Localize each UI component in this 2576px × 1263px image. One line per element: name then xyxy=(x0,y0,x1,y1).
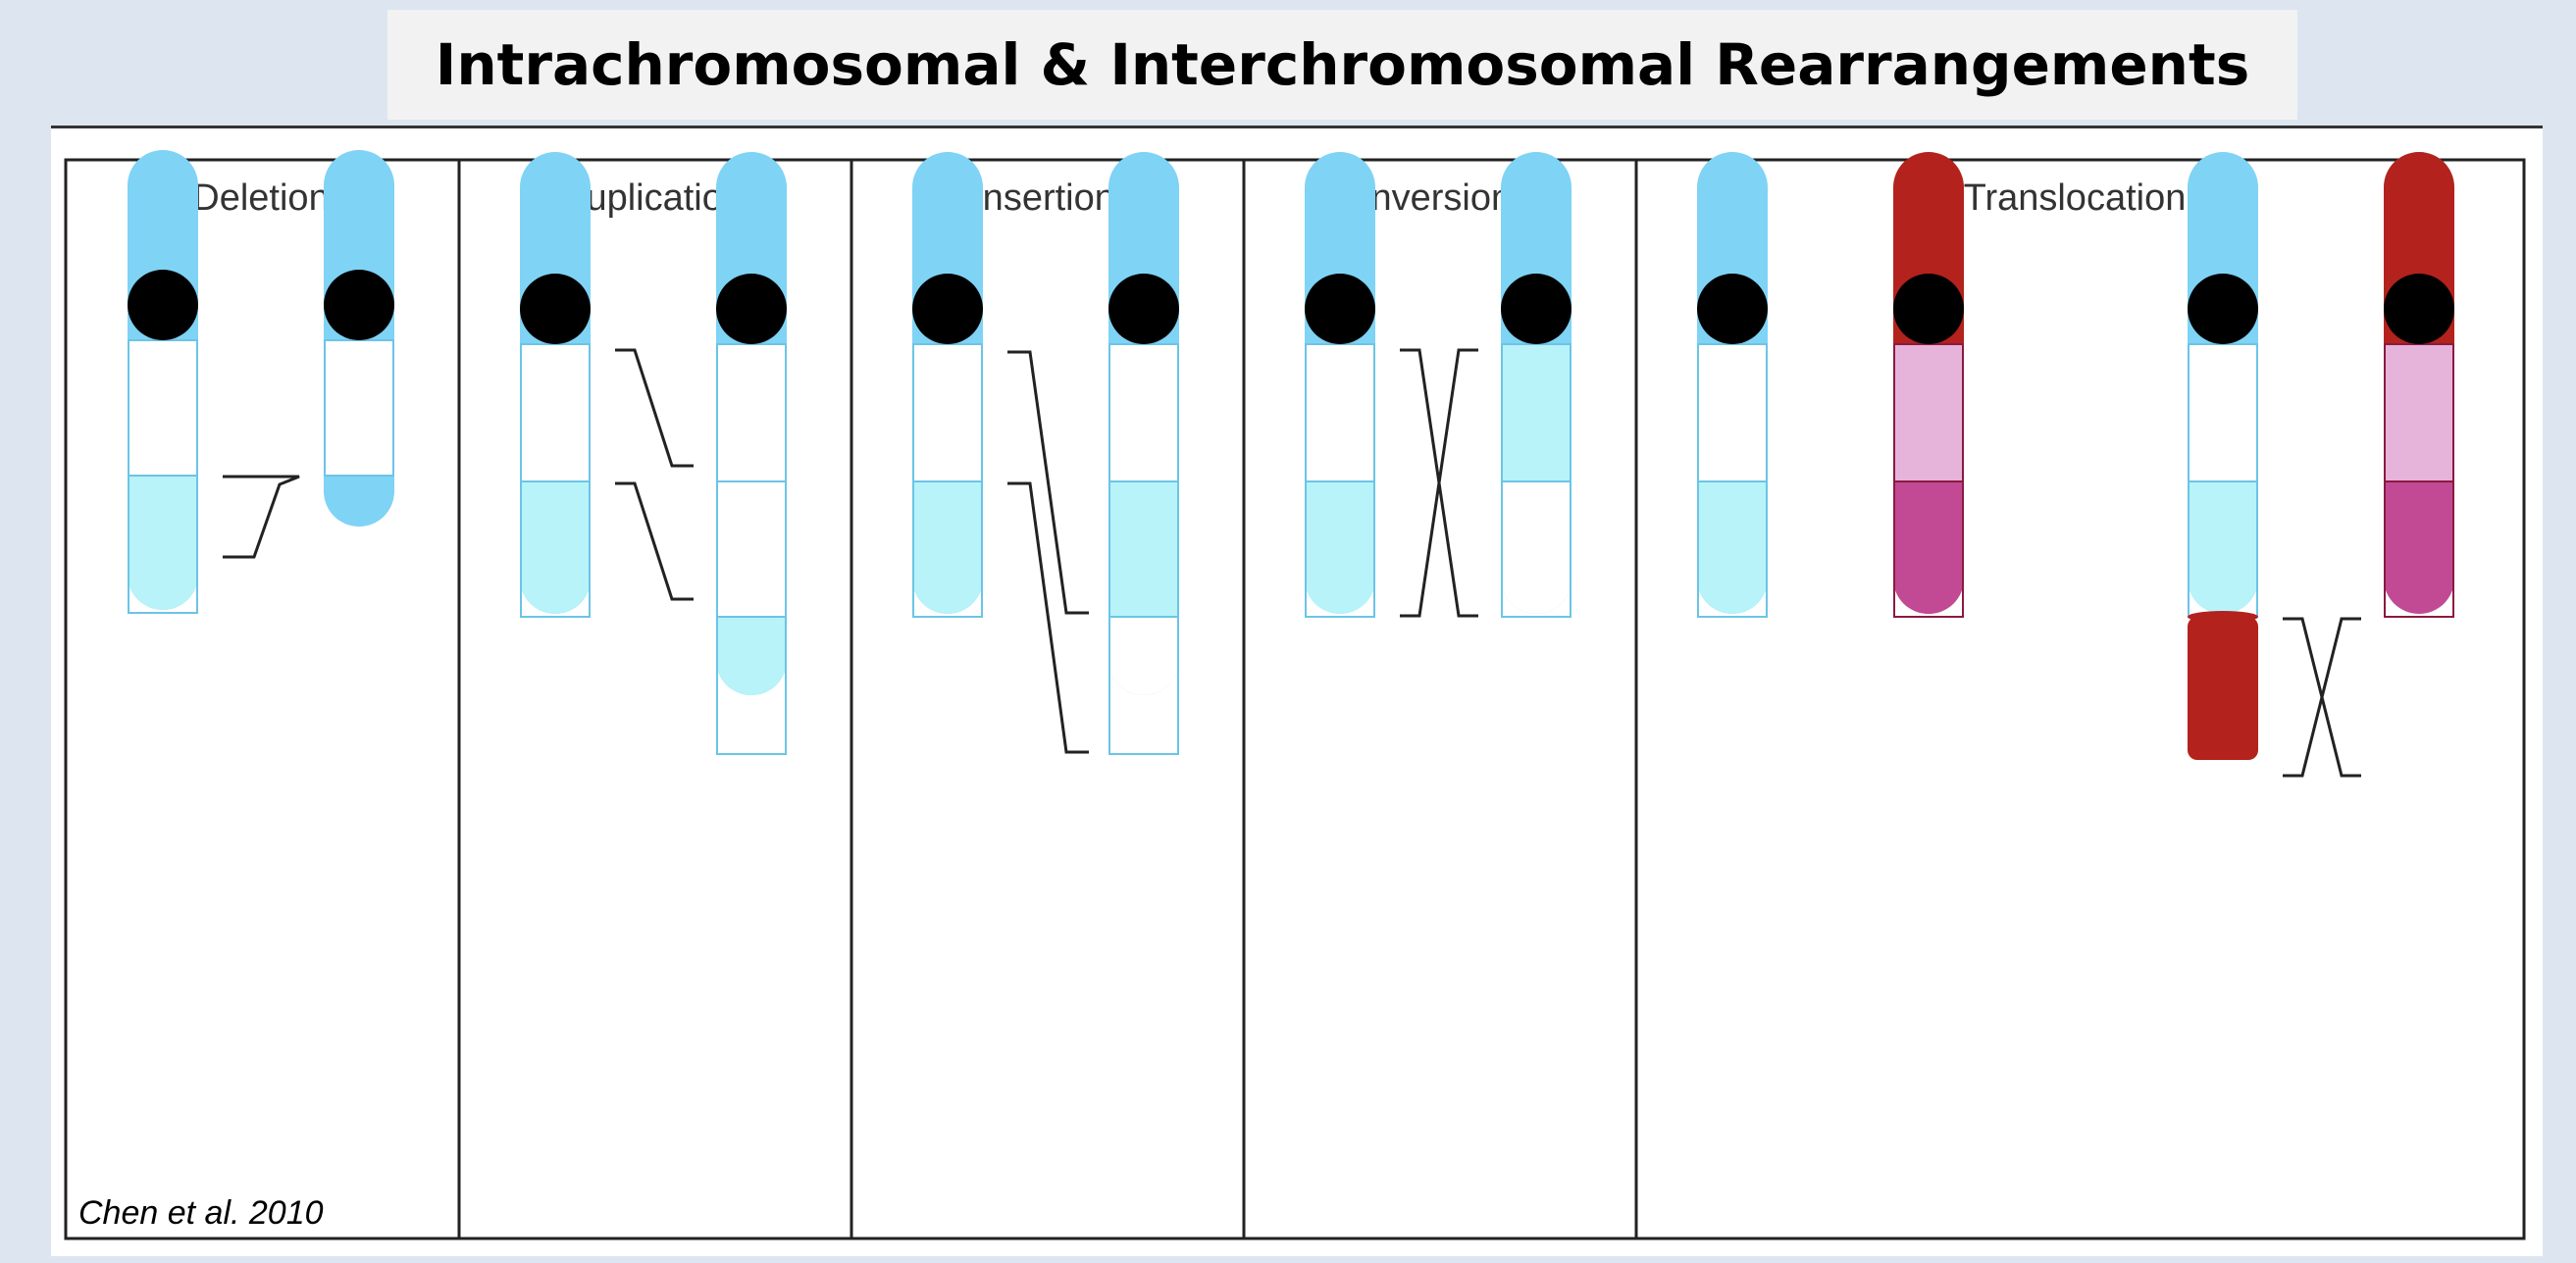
panel-label-inversion: Inversion xyxy=(1361,177,1512,219)
insertion-connector-lower xyxy=(1007,481,1089,754)
chromosome-translocation-red-normal xyxy=(1893,152,1964,618)
chromosome-inversion-inverted xyxy=(1501,152,1571,618)
citation: Chen et al. 2010 xyxy=(78,1194,324,1232)
duplication-connector-lower xyxy=(615,481,694,601)
chromosome-translocation-red-derivative xyxy=(2384,152,2454,618)
centromere xyxy=(520,274,591,344)
centromere xyxy=(1108,274,1179,344)
panel-label-deletion: Deletion xyxy=(192,177,329,219)
centromere xyxy=(1305,274,1375,344)
title-box: Intrachromosomal & Interchromosomal Rear… xyxy=(387,10,2297,120)
inversion-connector-b xyxy=(1400,348,1478,618)
chromosome-deletion-normal xyxy=(128,150,198,614)
chromosome-inversion-normal xyxy=(1305,152,1375,618)
insertion-connector-upper xyxy=(1007,350,1089,615)
centromere xyxy=(912,274,983,344)
centromere xyxy=(2188,274,2258,344)
centromere xyxy=(1893,274,1964,344)
translocation-connector-b xyxy=(2283,617,2361,778)
panel-label-insertion: Insertion xyxy=(972,177,1115,219)
centromere xyxy=(324,270,394,340)
slide-title: Intrachromosomal & Interchromosomal Rear… xyxy=(435,31,2250,98)
centromere xyxy=(2384,274,2454,344)
diagram-panel: Deletion Duplication Insertion Inversion… xyxy=(51,126,2543,1256)
segment-top-cap xyxy=(2188,611,2258,623)
centromere xyxy=(1697,274,1768,344)
chromosome-duplication-normal xyxy=(520,152,591,618)
chromosome-translocation-blue-derivative xyxy=(2188,152,2258,618)
centromere xyxy=(128,270,198,340)
chromosome-insertion-inserted xyxy=(1108,152,1179,755)
chromosome-duplication-duplicated xyxy=(716,152,787,755)
translocated-red-segment xyxy=(2188,617,2258,760)
duplication-connector-upper xyxy=(615,348,694,468)
centromere xyxy=(716,274,787,344)
chromosome-insertion-normal xyxy=(912,152,983,618)
panel-frame xyxy=(64,158,2526,1240)
panel-label-translocation: Translocation xyxy=(1964,177,2187,219)
centromere xyxy=(1501,274,1571,344)
chromosome-deletion-deleted xyxy=(324,150,394,527)
rearrangements-diagram: Deletion Duplication Insertion Inversion… xyxy=(64,150,2526,1240)
deletion-connector xyxy=(223,475,300,559)
chromosome-translocation-blue-normal xyxy=(1697,152,1768,618)
